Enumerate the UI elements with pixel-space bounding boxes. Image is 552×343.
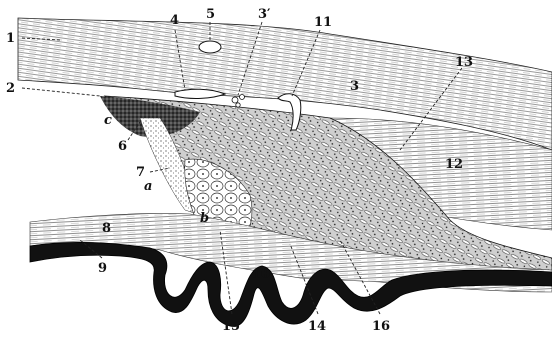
label-16: 16 [372,319,390,334]
label-1: 1 [6,31,15,46]
label-5: 5 [206,7,215,22]
label-12: 12 [445,157,463,172]
label-c: c [104,113,112,128]
label-10: 10 [252,267,270,282]
label-6: 6 [118,139,127,154]
label-2: 2 [6,81,15,96]
label-3: 3 [350,79,359,94]
vessel-lumen-5 [199,41,221,53]
label-b: b [200,211,209,226]
label-8: 8 [102,221,111,236]
label-15: 15 [222,319,240,334]
label-14: 14 [308,319,326,334]
label-7: 7 [136,165,145,180]
label-a: a [144,179,152,194]
label-11: 11 [314,15,332,30]
label-9: 9 [98,261,107,276]
label-4: 4 [170,13,179,28]
label-13: 13 [455,55,473,70]
label-3-prime: 3′ [258,7,271,22]
